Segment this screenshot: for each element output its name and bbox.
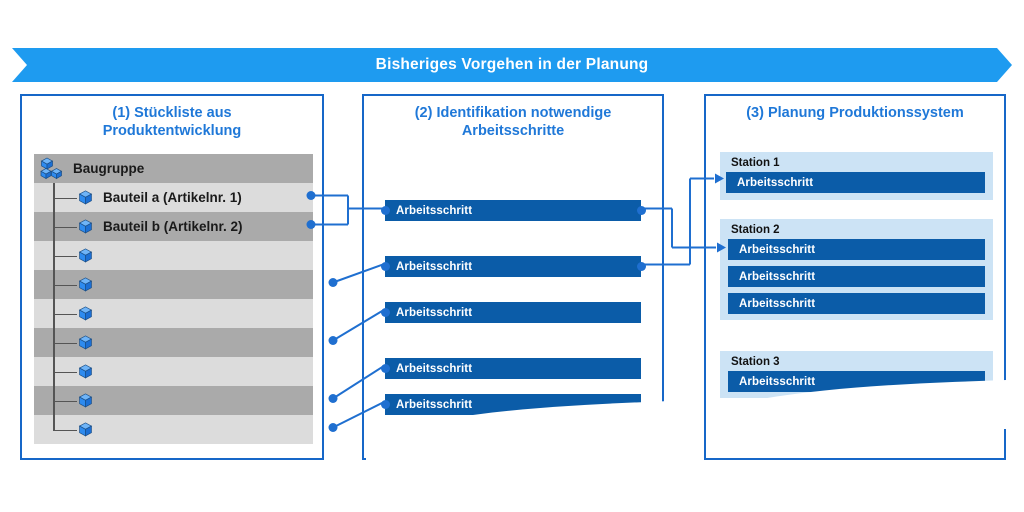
station-card[interactable]: Station 3 Arbeitsschritt (720, 351, 993, 398)
panel-arbeitsschritte: (2) Identifikation notwendige Arbeitssch… (362, 94, 664, 460)
work-step-label: Arbeitsschritt (396, 398, 473, 411)
banner-title: Bisheriges Vorgehen in der Planung (375, 56, 649, 73)
cube-icon (77, 218, 94, 235)
work-step-bar[interactable]: Arbeitsschritt (380, 358, 641, 379)
tree-connector-line (53, 415, 55, 430)
connector-dot-input (380, 400, 390, 409)
panel-1-title-line1: (1) Stückliste aus (112, 105, 232, 121)
panel-2-title-line2: Arbeitsschritte (461, 123, 565, 140)
cube-icon (77, 247, 94, 264)
panel-3-title: (3) Planung Produktionssystem (706, 96, 1004, 122)
connector-dot-output (636, 206, 646, 215)
station-work-step-label: Arbeitsschritt (739, 375, 816, 388)
tree-connector-elbow (53, 400, 77, 402)
bom-row[interactable] (34, 386, 313, 415)
panel-2-title-line1: (2) Identifikation notwendige (414, 105, 612, 121)
panel-1-title: (1) Stückliste aus Produktentwicklung (22, 96, 322, 140)
tree-connector-elbow (53, 284, 77, 286)
panel-stueckliste: (1) Stückliste aus Produktentwicklung Ba… (20, 94, 324, 460)
bom-row-assembly[interactable]: Baugruppe (34, 154, 313, 183)
bom-row[interactable] (34, 415, 313, 444)
cube-icon (77, 276, 94, 293)
cube-icon (77, 421, 94, 438)
connector-dot-input (380, 308, 390, 317)
station-title: Station 2 (731, 224, 780, 236)
bom-row-label: Baugruppe (73, 161, 145, 176)
panel-produktionssystem: (3) Planung Produktionssystem Station 1 A… (704, 94, 1006, 460)
station-work-step-bar[interactable]: Arbeitsschritt (728, 371, 985, 392)
panel-3-title-line1: (3) Planung Produktionssystem (746, 105, 964, 121)
tree-connector-elbow (53, 226, 77, 228)
station-title: Station 1 (731, 157, 780, 169)
tree-connector-elbow (53, 313, 77, 315)
panel-2-title: (2) Identifikation notwendige Arbeitssch… (364, 96, 662, 140)
station-work-step-label: Arbeitsschritt (739, 297, 816, 310)
cube-icon (77, 189, 94, 206)
cube-icon (77, 305, 94, 322)
bom-row[interactable] (34, 270, 313, 299)
tree-connector-elbow (53, 371, 77, 373)
station-work-step-label: Arbeitsschritt (737, 176, 814, 189)
header-banner: Bisheriges Vorgehen in der Planung (12, 48, 1012, 82)
tree-connector-elbow (53, 429, 77, 431)
bom-row[interactable] (34, 328, 313, 357)
station-title: Station 3 (731, 356, 780, 368)
station-work-step-bar[interactable]: Arbeitsschritt (726, 172, 985, 193)
bom-row[interactable]: Bauteil b (Artikelnr. 2) (34, 212, 313, 241)
bom-row[interactable] (34, 357, 313, 386)
station-card[interactable]: Station 1 Arbeitsschritt (720, 152, 993, 200)
connector-dot-input (380, 364, 390, 373)
station-work-step-bar[interactable]: Arbeitsschritt (728, 266, 985, 287)
cube-icon (77, 334, 94, 351)
work-step-bar[interactable]: Arbeitsschritt (380, 302, 641, 323)
station-work-step-label: Arbeitsschritt (739, 243, 816, 256)
panel-1-title-line2: Produktentwicklung (102, 123, 242, 140)
work-step-label: Arbeitsschritt (396, 204, 473, 217)
cube-icon (77, 392, 94, 409)
tree-connector-elbow (53, 342, 77, 344)
connector-dot-input (380, 262, 390, 271)
station-work-step-label: Arbeitsschritt (739, 270, 816, 283)
bom-row[interactable] (34, 241, 313, 270)
assembly-cube-icon (40, 157, 64, 181)
work-step-label: Arbeitsschritt (396, 306, 473, 319)
bom-row[interactable] (34, 299, 313, 328)
tree-connector-elbow (53, 197, 77, 199)
station-work-step-bar[interactable]: Arbeitsschritt (728, 293, 985, 314)
cube-icon (77, 363, 94, 380)
work-step-label: Arbeitsschritt (396, 260, 473, 273)
work-step-bar[interactable]: Arbeitsschritt (380, 200, 646, 221)
bom-row-label: Bauteil a (Artikelnr. 1) (103, 190, 242, 205)
connector-dot-output (636, 262, 646, 271)
work-step-label: Arbeitsschritt (396, 362, 473, 375)
work-step-bar[interactable]: Arbeitsschritt (380, 394, 641, 415)
station-work-step-bar[interactable]: Arbeitsschritt (728, 239, 985, 260)
banner-arrow-shape (12, 48, 1012, 82)
bom-row[interactable]: Bauteil a (Artikelnr. 1) (34, 183, 313, 212)
connector-dot-input (380, 206, 390, 215)
bom-row-label: Bauteil b (Artikelnr. 2) (103, 219, 243, 234)
work-step-bar[interactable]: Arbeitsschritt (380, 256, 646, 277)
tree-connector-elbow (53, 255, 77, 257)
